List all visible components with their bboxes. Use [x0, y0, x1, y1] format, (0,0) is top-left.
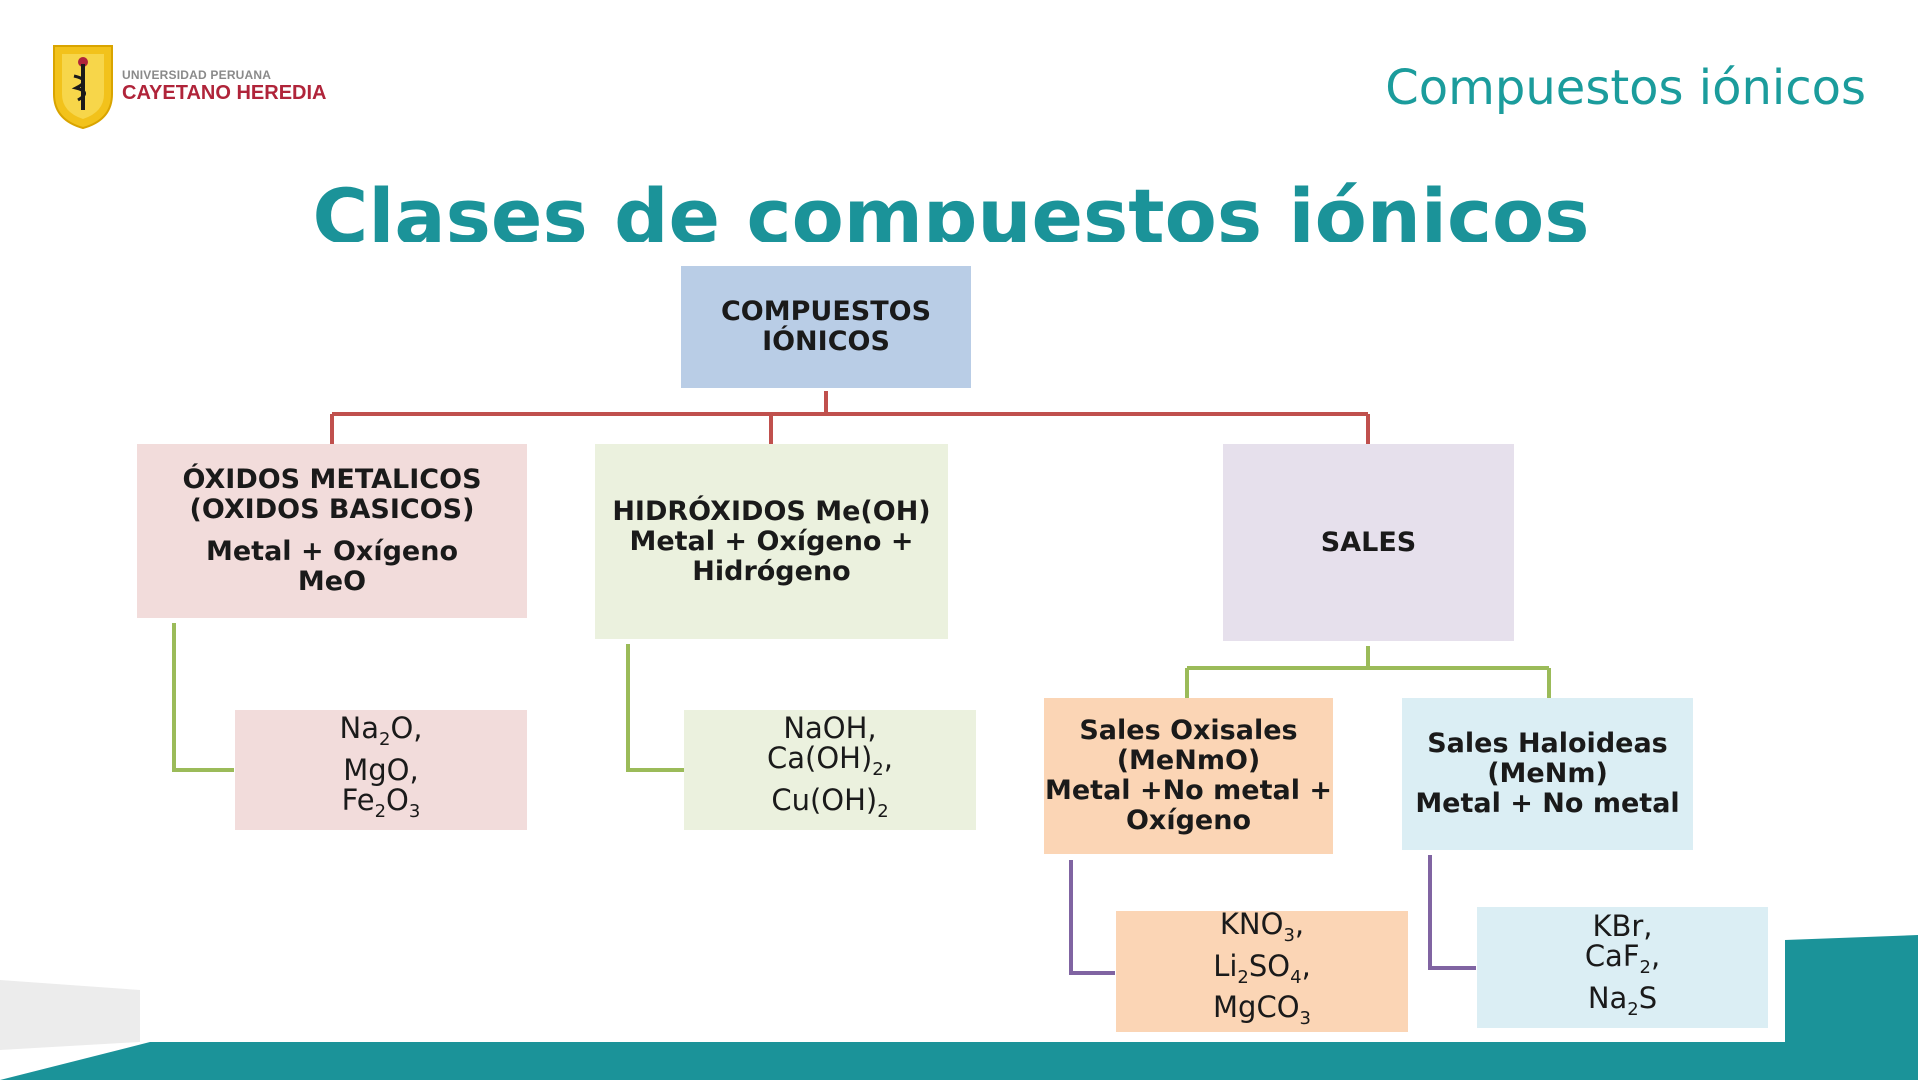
box-line: (MeNmO) — [1116, 745, 1261, 776]
formula-fe2o3: Fe2O3 — [341, 783, 421, 822]
root-connectors — [330, 391, 1370, 444]
box-sales-oxisales: Sales Oxisales (MeNmO) Metal +No metal +… — [1044, 698, 1333, 854]
box-oxisales-examples: KNO3, Li2SO4, MgCO3 — [1116, 906, 1408, 1032]
formula-li2so4: Li2SO4, — [1213, 948, 1311, 988]
crest-icon — [53, 45, 113, 130]
box-line: (OXIDOS BASICOS) — [189, 494, 475, 525]
box-line: Metal +No metal + — [1045, 775, 1332, 806]
box-oxidos-metalicos: ÓXIDOS METALICOS (OXIDOS BASICOS) Metal … — [137, 444, 527, 618]
formula-na2o: Na2O, — [339, 711, 423, 750]
box-line: HIDRÓXIDOS Me(OH) — [612, 495, 931, 527]
green-connectors — [172, 623, 1551, 772]
formula-caf2: CaF2, — [1584, 938, 1661, 978]
box-sales-haloideas: Sales Haloideas (MeNm) Metal + No metal — [1402, 698, 1693, 850]
formula-cuoh2: Cu(OH)2 — [771, 783, 889, 822]
formula-kbr: KBr, — [1592, 908, 1653, 943]
root-box-compuestos-ionicos: COMPUESTOS IÓNICOS — [681, 266, 971, 388]
formula-mgo: MgO, — [343, 753, 419, 787]
box-line: Metal + Oxígeno + — [629, 525, 914, 557]
box-line: COMPUESTOS — [720, 296, 932, 327]
box-line: Oxígeno — [1125, 805, 1252, 836]
box-line: SALES — [1320, 526, 1417, 558]
box-line: Metal + No metal — [1415, 788, 1680, 819]
box-line: Sales Haloideas — [1427, 728, 1668, 759]
box-line: (MeNm) — [1487, 758, 1608, 789]
logo-university-name: CAYETANO HEREDIA — [122, 82, 327, 104]
box-sales: SALES — [1223, 444, 1514, 641]
box-line: IÓNICOS — [762, 326, 890, 357]
box-line: Hidrógeno — [692, 555, 851, 587]
background-gray-shape — [0, 980, 140, 1050]
page-title: Clases de compuestos iónicos — [0, 172, 1918, 242]
box-line: ÓXIDOS METALICOS — [182, 464, 482, 495]
box-line: Sales Oxisales — [1079, 715, 1298, 746]
page-title-text: Clases de compuestos iónicos — [312, 172, 1590, 242]
formula-kno3: KNO3, — [1219, 906, 1305, 946]
box-oxidos-examples: Na2O, MgO, Fe2O3 — [235, 710, 527, 830]
formula-naoh: NaOH, — [783, 711, 877, 746]
box-hidroxidos: HIDRÓXIDOS Me(OH) Metal + Oxígeno + Hidr… — [595, 444, 948, 639]
logo-university-label: UNIVERSIDAD PERUANA — [122, 68, 272, 82]
box-line: Metal + Oxígeno — [205, 536, 459, 567]
university-logo — [50, 42, 350, 132]
logo-text: UNIVERSIDAD PERUANA CAYETANO HEREDIA — [122, 68, 326, 104]
formula-caoh2: Ca(OH)2, — [767, 741, 893, 780]
box-haloideas-examples: KBr, CaF2, Na2S — [1477, 907, 1768, 1028]
formula-na2s: Na2S — [1587, 980, 1658, 1020]
purple-connectors — [1069, 855, 1476, 975]
formula-mgco3: MgCO3 — [1213, 990, 1311, 1030]
box-hidroxidos-examples: NaOH, Ca(OH)2, Cu(OH)2 — [684, 710, 976, 830]
box-line: MeO — [297, 566, 367, 597]
slide-section-title: Compuestos iónicos — [1385, 60, 1866, 116]
background-teal-band — [0, 1042, 1918, 1080]
